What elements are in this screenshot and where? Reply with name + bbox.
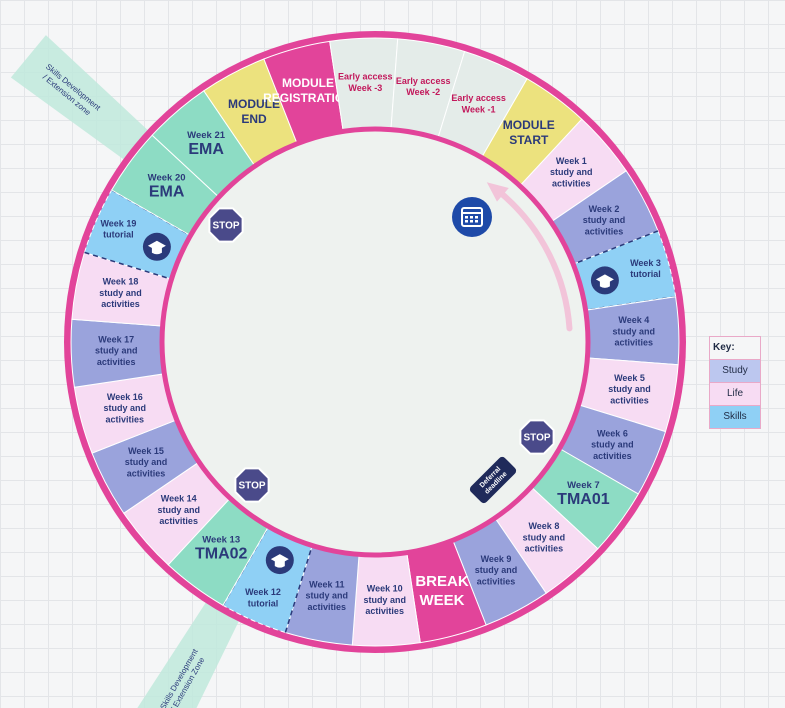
progress-arrowhead (486, 182, 509, 202)
legend-item-study: Study (709, 360, 761, 383)
wheel-inner-disc (159, 126, 591, 558)
legend-key: Key: Study Life Skills (709, 336, 761, 429)
calendar-icon (452, 197, 492, 237)
graduation-cap-icon (142, 232, 171, 261)
legend-item-life: Life (709, 383, 761, 406)
stop-sign-label: STOP (238, 481, 265, 492)
graduation-cap-icon (590, 266, 619, 295)
progress-arrow (497, 189, 573, 332)
stop-sign-icon: STOP (208, 207, 244, 243)
stop-sign-icon: STOP (234, 467, 270, 503)
stop-sign-icon: STOP (519, 419, 555, 455)
graduation-cap-icon (265, 546, 294, 575)
stop-sign-label: STOP (212, 221, 239, 232)
legend-item-skills: Skills (709, 406, 761, 429)
legend-title: Key: (709, 336, 761, 360)
stop-sign-label: STOP (523, 433, 550, 444)
